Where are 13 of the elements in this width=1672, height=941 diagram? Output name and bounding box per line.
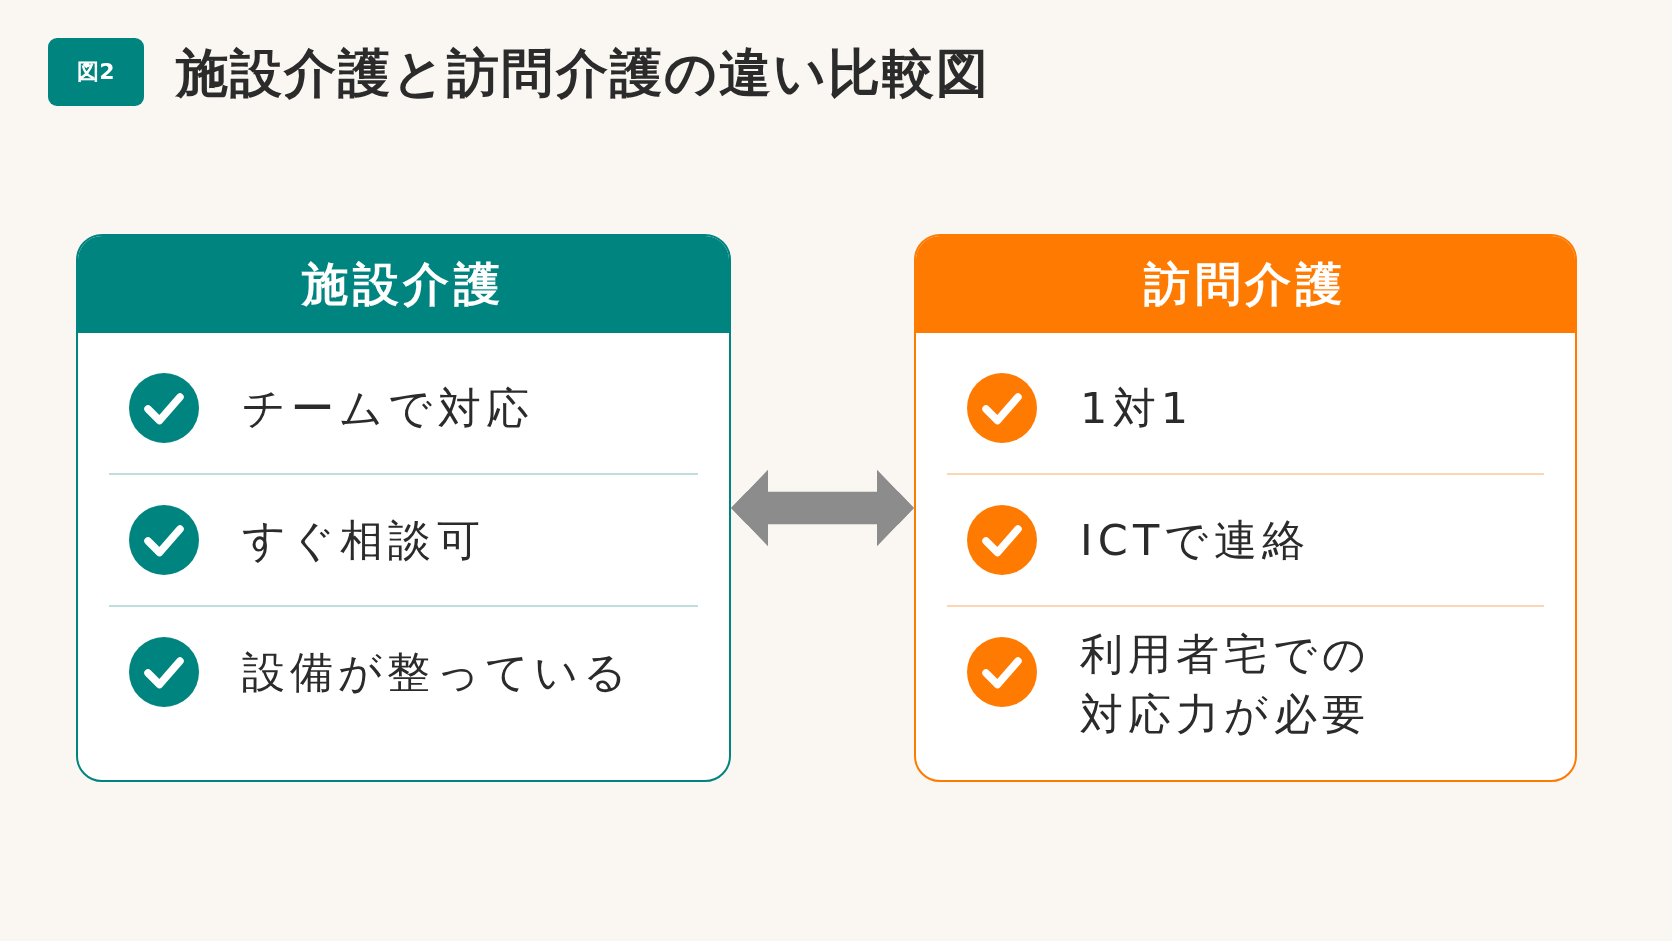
double-arrow xyxy=(731,469,914,547)
list-item-text: チームで対応 xyxy=(242,382,534,435)
comparison-card xyxy=(76,234,731,782)
list-item-text: 1対1 xyxy=(1080,382,1194,435)
figure-number-badge: 図2 xyxy=(48,38,144,106)
card-header: 施設介護 xyxy=(78,236,729,333)
comparison-card xyxy=(914,234,1577,782)
list-item-text: すぐ相談可 xyxy=(242,514,485,567)
list-item-text: 設備が整っている xyxy=(242,646,633,699)
list-item-text: 利用者宅での対応力が必要 xyxy=(1080,628,1372,741)
title: 施設介護と訪問介護の違い比較図 xyxy=(176,42,991,105)
card-header: 訪問介護 xyxy=(916,236,1575,333)
list-item-text: ICTで連絡 xyxy=(1080,514,1310,567)
